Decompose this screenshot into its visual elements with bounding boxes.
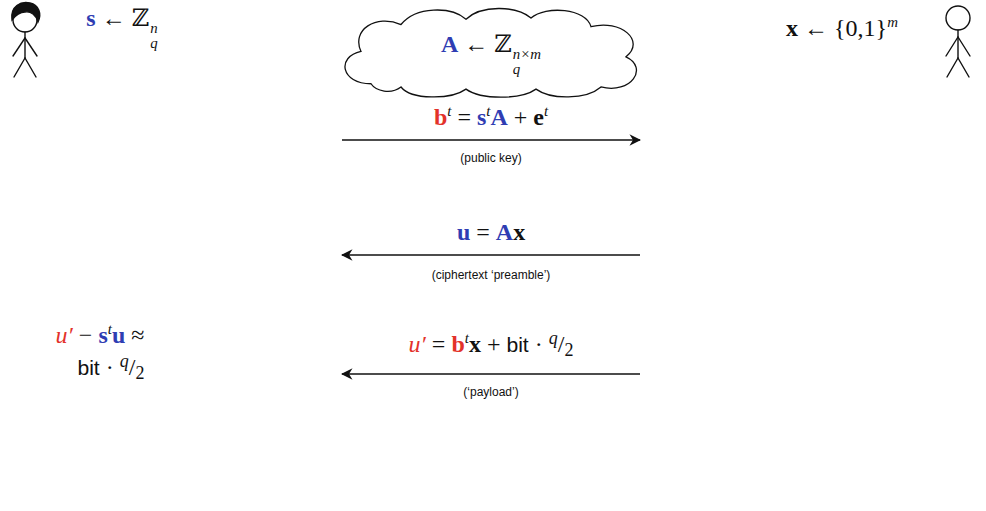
cloud-node: A ← ℤqn×m <box>331 3 651 100</box>
sub-sup-stack: qn×m <box>513 47 541 78</box>
math-glyph: u′ <box>56 322 73 348</box>
message-arrow <box>342 373 640 374</box>
denominator: 2 <box>564 340 573 360</box>
math-glyph: e <box>533 104 544 130</box>
message-caption: (‘payload’) <box>463 385 518 399</box>
math-glyph: · <box>529 331 549 357</box>
math-glyph: ℤ <box>494 31 512 57</box>
right-stick-figure <box>946 6 970 77</box>
math-glyph: A <box>490 104 507 130</box>
math-glyph: ← <box>458 31 494 57</box>
math-glyph: x <box>786 15 798 41</box>
arm <box>13 38 25 56</box>
fraction: q/2 <box>120 354 145 380</box>
math-glyph: ≈ <box>125 322 144 348</box>
math-expression: u = Ax <box>457 217 525 247</box>
math-expression: s ← ℤqn <box>86 3 157 52</box>
body <box>957 30 958 58</box>
message-arrow <box>342 254 640 255</box>
math-glyph: ← <box>798 15 834 41</box>
math-glyph: t <box>544 103 548 119</box>
math-glyph: t <box>465 330 469 346</box>
math-glyph: ← <box>96 5 132 31</box>
math-glyph: s <box>477 104 486 130</box>
leg <box>14 58 25 77</box>
head <box>946 6 970 30</box>
subscript: q <box>150 36 157 52</box>
math-glyph: t <box>447 103 451 119</box>
subscript: q <box>513 62 541 78</box>
math-glyph: x <box>513 219 525 245</box>
cloud-text: A ← ℤqn×m <box>441 29 541 78</box>
arm <box>958 37 970 56</box>
hair <box>12 3 40 22</box>
math-glyph: u <box>112 322 125 348</box>
fraction-slash: / <box>129 354 136 380</box>
numerator: q <box>549 328 558 348</box>
arm <box>946 37 958 56</box>
denominator: 2 <box>135 363 144 383</box>
superscript: n×m <box>513 47 541 63</box>
math-glyph: A <box>496 219 513 245</box>
math-expression: u′ − stu ≈ bit · q/2 <box>56 320 145 384</box>
superscript: n <box>150 21 157 37</box>
math-glyph: = <box>426 331 452 357</box>
math-glyph: u′ <box>409 331 426 357</box>
math-glyph: s <box>98 322 107 348</box>
leg <box>25 58 36 77</box>
message-caption: (ciphertext ‘preamble’) <box>432 268 551 282</box>
math-glyph: bit <box>506 333 528 356</box>
math-glyph: · <box>100 354 120 380</box>
math-glyph: − <box>73 322 99 348</box>
arm <box>25 38 37 56</box>
math-glyph: b <box>434 104 447 130</box>
math-glyph: + <box>481 331 507 357</box>
message-caption: (public key) <box>460 151 521 165</box>
body <box>24 32 25 58</box>
math-glyph: u <box>457 219 470 245</box>
math-glyph: t <box>108 321 112 337</box>
cloud-outline <box>345 9 636 98</box>
math-glyph: m <box>887 14 898 30</box>
fraction: q/2 <box>549 331 574 357</box>
fraction-slash: / <box>558 331 565 357</box>
math-glyph: t <box>486 103 490 119</box>
math-glyph: b <box>451 331 464 357</box>
math-glyph: ℤ <box>132 5 150 31</box>
math-glyph: (public key) <box>460 151 521 165</box>
math-glyph: (ciphertext ‘preamble’) <box>432 268 551 282</box>
math-glyph: A <box>441 31 458 57</box>
math-glyph: bit <box>77 356 99 379</box>
math-glyph: x <box>469 331 481 357</box>
message-arrow <box>342 139 640 140</box>
math-glyph: {0,1} <box>834 15 887 41</box>
left-stick-figure <box>12 3 40 77</box>
numerator: q <box>120 351 129 371</box>
math-glyph: (‘payload’) <box>463 385 518 399</box>
sub-sup-stack: qn <box>150 21 157 52</box>
math-expression: x ← {0,1}m <box>786 13 898 43</box>
math-glyph: = <box>451 104 477 130</box>
math-glyph: + <box>508 104 534 130</box>
math-expression: bt = stA + et <box>434 102 548 132</box>
math-glyph: = <box>470 219 496 245</box>
leg <box>958 58 969 77</box>
math-glyph: s <box>86 5 95 31</box>
math-expression: u′ = btx + bit · q/2 <box>409 327 574 361</box>
leg <box>947 58 958 77</box>
